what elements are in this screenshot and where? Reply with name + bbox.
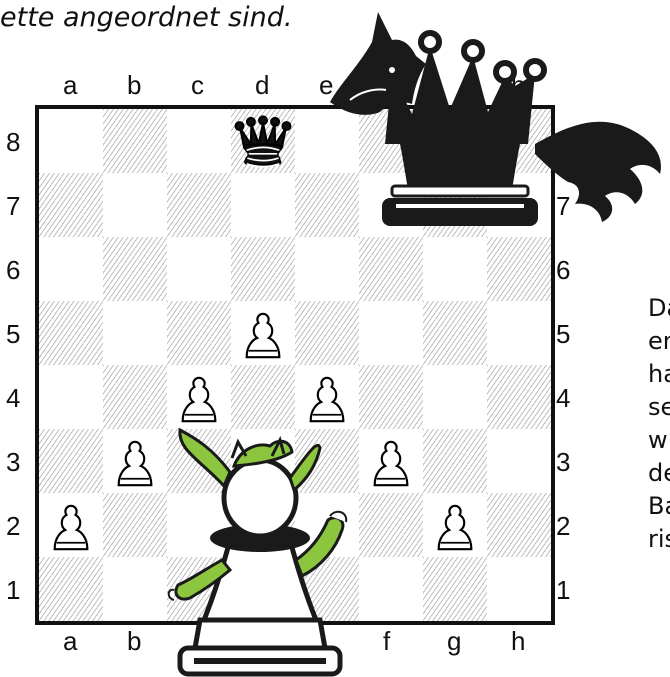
board-square-c7: [167, 173, 231, 237]
board-square-f5: [359, 301, 423, 365]
board-square-b2: [103, 493, 167, 557]
file-label-bottom: a: [63, 626, 77, 657]
board-square-b8: [103, 109, 167, 173]
rank-label-right: 5: [556, 319, 570, 350]
board-square-g1: [423, 557, 487, 621]
file-label-top: a: [63, 70, 77, 101]
rank-label-left: 5: [6, 319, 20, 350]
board-square-f4: [359, 365, 423, 429]
board-square-c5: [167, 301, 231, 365]
board-square-b6: [103, 237, 167, 301]
board-square-a3: [39, 429, 103, 493]
black-queen-fox-character: [330, 4, 670, 240]
side-text-line: en: [648, 325, 670, 358]
white-pawn-icon: [423, 493, 487, 557]
board-square-b4: [103, 365, 167, 429]
intro-text: ette angeordnet sind.: [0, 2, 292, 33]
side-text-line: Da: [648, 292, 670, 325]
rank-label-left: 3: [6, 447, 20, 478]
rank-label-right: 2: [556, 511, 570, 542]
board-square-g5: [423, 301, 487, 365]
rank-label-left: 6: [6, 255, 20, 286]
rank-label-left: 8: [6, 127, 20, 158]
board-square-c8: [167, 109, 231, 173]
board-square-g4: [423, 365, 487, 429]
board-square-e6: [295, 237, 359, 301]
rank-label-left: 7: [6, 191, 20, 222]
side-text-line: se: [648, 391, 670, 424]
side-text-line: ris: [648, 523, 670, 556]
board-square-b7: [103, 173, 167, 237]
file-label-bottom: f: [383, 626, 390, 657]
board-square-h5: [487, 301, 551, 365]
white-pawn-icon: [103, 429, 167, 493]
board-square-b1: [103, 557, 167, 621]
rank-label-left: 1: [6, 575, 20, 606]
white-pawn-green-creature-character: [160, 420, 360, 677]
board-square-d6: [231, 237, 295, 301]
white-pawn-icon: [39, 493, 103, 557]
rank-label-right: 3: [556, 447, 570, 478]
file-label-bottom: g: [447, 626, 461, 657]
white-pawn-icon: [359, 429, 423, 493]
board-square-a7: [39, 173, 103, 237]
file-label-top: b: [127, 70, 141, 101]
side-text-line: ha: [648, 358, 670, 391]
file-label-bottom: h: [511, 626, 525, 657]
side-text-line: de: [648, 457, 670, 490]
black-queen-icon: [231, 109, 295, 173]
board-square-a1: [39, 557, 103, 621]
board-square-f6: [359, 237, 423, 301]
side-text: Da en ha se w de Ba ris: [648, 292, 670, 556]
board-square-a4: [39, 365, 103, 429]
rank-label-right: 6: [556, 255, 570, 286]
board-square-h1: [487, 557, 551, 621]
rank-label-right: 1: [556, 575, 570, 606]
board-square-b5: [103, 301, 167, 365]
board-square-g3: [423, 429, 487, 493]
board-square-d7: [231, 173, 295, 237]
rank-label-left: 2: [6, 511, 20, 542]
board-square-a6: [39, 237, 103, 301]
file-label-top: d: [255, 70, 269, 101]
board-square-a5: [39, 301, 103, 365]
rank-label-left: 4: [6, 383, 20, 414]
board-square-e5: [295, 301, 359, 365]
board-square-h2: [487, 493, 551, 557]
file-label-top: c: [191, 70, 204, 101]
board-square-h6: [487, 237, 551, 301]
file-label-bottom: b: [127, 626, 141, 657]
white-pawn-icon: [231, 301, 295, 365]
board-square-h3: [487, 429, 551, 493]
board-square-f1: [359, 557, 423, 621]
rank-label-right: 4: [556, 383, 570, 414]
board-square-h4: [487, 365, 551, 429]
board-square-c6: [167, 237, 231, 301]
side-text-line: w: [648, 424, 670, 457]
board-square-a8: [39, 109, 103, 173]
board-square-g6: [423, 237, 487, 301]
board-square-f2: [359, 493, 423, 557]
side-text-line: Ba: [648, 490, 670, 523]
